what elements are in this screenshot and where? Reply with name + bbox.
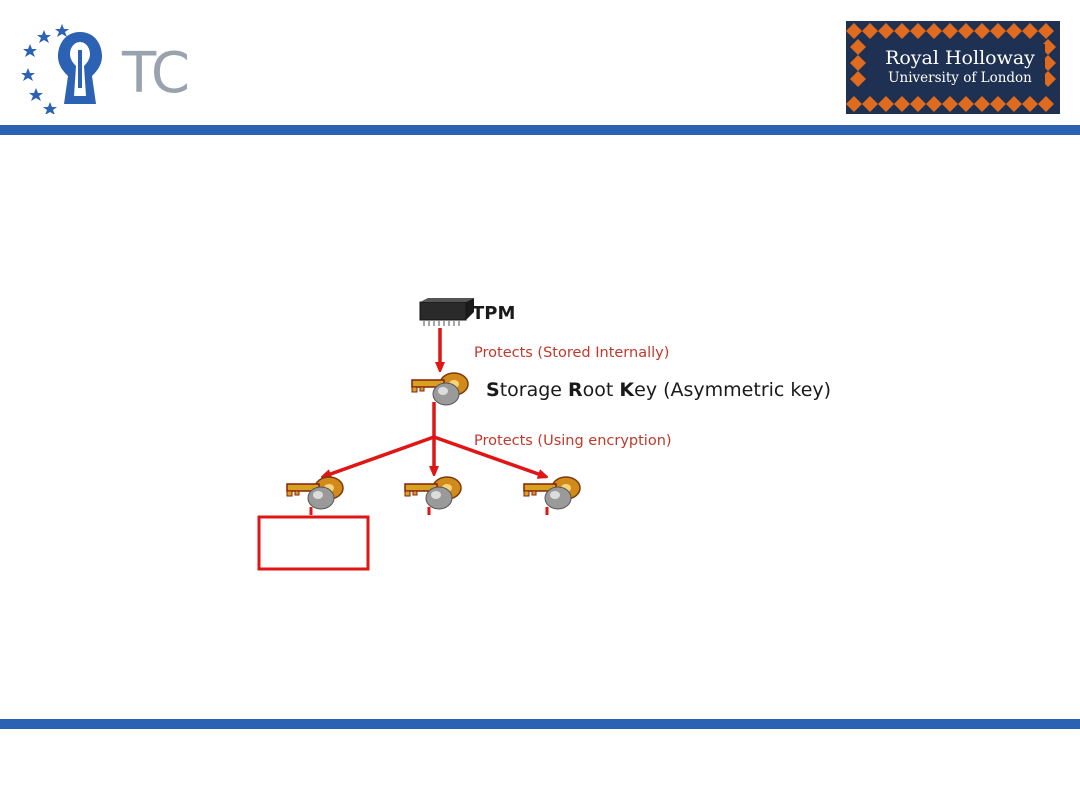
- protects-encryption-label: Protects (Using encryption): [474, 433, 672, 449]
- child-key-3-icon: [523, 476, 581, 510]
- arrow-to-child-3: [433, 435, 544, 476]
- srk-label-oot: oot: [583, 379, 620, 401]
- trusted-computing-logo: TC: [18, 22, 193, 115]
- srk-label-ey: ey (Asymmetric key): [634, 379, 831, 401]
- arrow-to-child-1: [325, 435, 435, 476]
- rh-line2: University of London: [888, 70, 1032, 86]
- empty-highlight-box: [257, 515, 370, 571]
- child-key-2-icon: [404, 476, 462, 510]
- srk-label-torage: torage: [500, 379, 568, 401]
- srk-label-k: K: [619, 379, 635, 401]
- chip-icon: [419, 298, 474, 326]
- royal-holloway-wordmark: Royal Holloway University of London: [875, 44, 1045, 96]
- keyhole-stars-logo-icon: [21, 24, 102, 115]
- rh-line1: Royal Holloway: [885, 47, 1035, 69]
- srk-key-icon: [411, 372, 469, 406]
- child-key-1-icon: [286, 476, 344, 510]
- tpm-label: TPM: [472, 303, 515, 324]
- logo-text: TC: [122, 41, 190, 106]
- srk-label-s: S: [486, 379, 500, 401]
- srk-label: Storage Root Key (Asymmetric key): [486, 379, 831, 401]
- header-divider-bar: [0, 125, 1080, 135]
- protects-stored-label: Protects (Stored Internally): [474, 345, 669, 361]
- srk-label-r: R: [568, 379, 583, 401]
- royal-holloway-logo: Royal Holloway University of London: [846, 21, 1060, 114]
- footer-divider-bar: [0, 719, 1080, 729]
